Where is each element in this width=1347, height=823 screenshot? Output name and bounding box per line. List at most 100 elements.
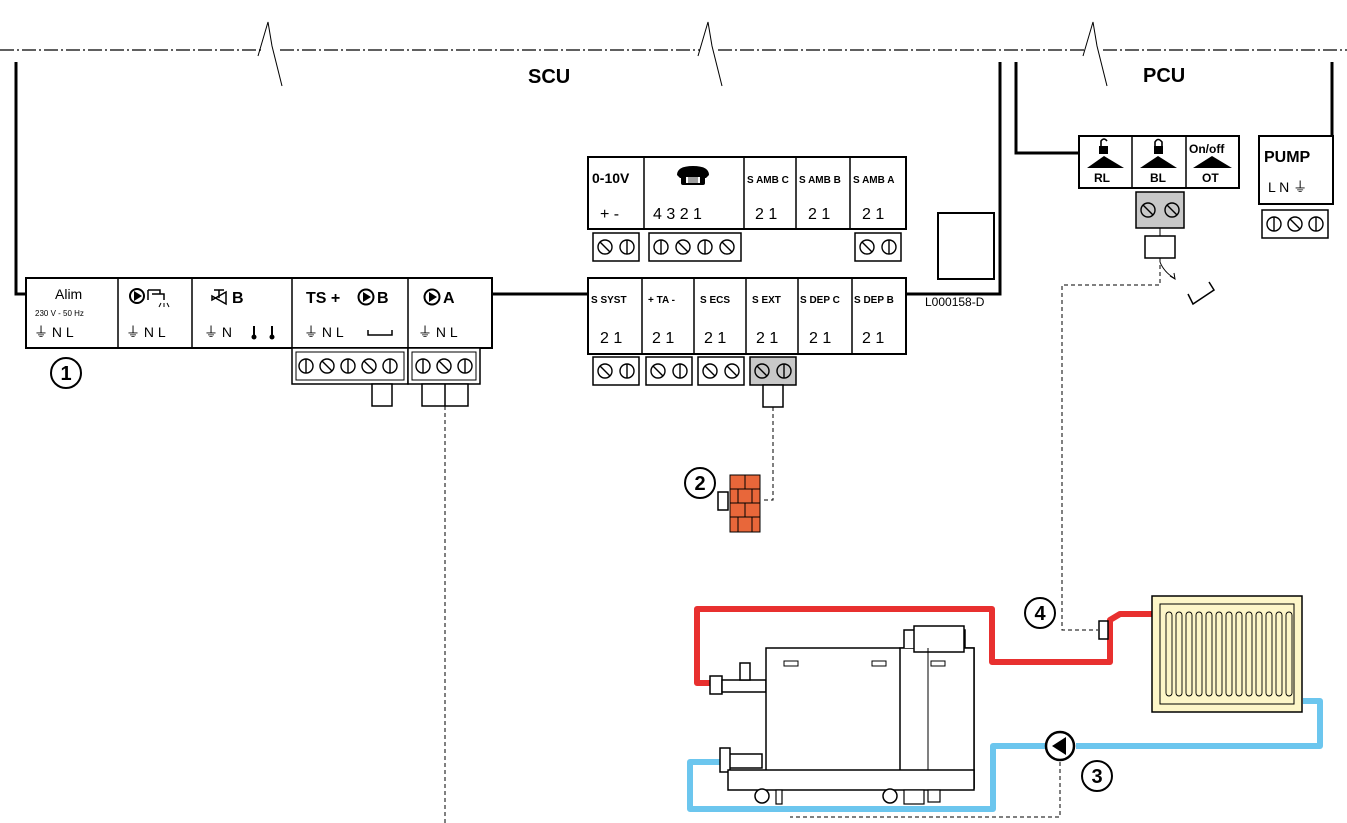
pump-label: PUMP <box>1264 149 1311 166</box>
input-010v-pins: + - <box>600 206 619 223</box>
s-amb-c-pins: 2 1 <box>755 206 777 223</box>
radiator-fin <box>1215 611 1223 697</box>
screw-slot <box>1289 218 1301 230</box>
screw-slot <box>861 241 873 253</box>
ot-label: OT <box>1202 171 1219 185</box>
callout-3: 3 <box>1081 760 1113 792</box>
sensor-terminal-bar-top: 0-10V + - 4 3 2 1 S AMB C 2 1 S AMB B 2 … <box>587 156 907 230</box>
pump-a-label: A <box>443 290 455 307</box>
valve-icon <box>211 289 227 306</box>
power-terminal-bar: Alim 230 V - 50 Hz ⏚ N L ⏚ N L B ⏚ N TS … <box>25 277 493 349</box>
screw <box>1164 202 1180 218</box>
callout-1: 1 <box>50 357 82 389</box>
screw-slot <box>1142 204 1154 216</box>
on-off-label: On/off <box>1189 142 1225 156</box>
svg-text:1: 1 <box>60 363 71 385</box>
screw-slot <box>726 365 738 377</box>
screw-slot <box>599 241 611 253</box>
s-ecs-label: S ECS <box>700 295 730 306</box>
wire-pcu-left <box>1014 62 1079 155</box>
bl-screw-block <box>1135 191 1185 259</box>
screw <box>597 363 613 379</box>
radiator-fin <box>1185 611 1193 697</box>
ts-pins: ⏚ N L <box>304 324 344 340</box>
s-dep-c-label: S DEP C <box>800 295 840 306</box>
pump-a-icon <box>423 288 441 306</box>
alim-spec: 230 V - 50 Hz <box>35 309 84 318</box>
screw-terminals <box>298 202 1324 379</box>
radiator-fin <box>1195 611 1203 697</box>
phone-icon <box>677 166 709 185</box>
circulator-icon <box>1044 730 1076 762</box>
screw <box>1287 216 1303 232</box>
wire-left <box>14 62 26 296</box>
screw-slot <box>652 365 664 377</box>
svg-text:2: 2 <box>694 473 705 495</box>
alim-pins: ⏚ N L <box>34 324 74 340</box>
screw <box>719 239 735 255</box>
ts-contact-icon <box>367 330 393 336</box>
rl-label: RL <box>1094 171 1110 185</box>
screw-slot <box>321 360 333 372</box>
pump-a-screw-block <box>407 347 481 407</box>
radiator-icon <box>1151 595 1303 713</box>
screw-slot <box>599 365 611 377</box>
valve-b-label: B <box>232 290 244 307</box>
ts-b-label: B <box>377 290 389 307</box>
housing-break-line <box>0 21 1347 87</box>
pcu-label: PCU <box>1143 65 1185 87</box>
s-amb-c-label: S AMB C <box>747 175 789 186</box>
circulator-cable <box>790 762 1061 818</box>
screw-slot <box>363 360 375 372</box>
bl-label: BL <box>1150 171 1166 185</box>
thermostat-sensor-icon <box>1098 620 1109 640</box>
sensor-terminal-bar-bottom: S SYST + TA - S ECS S EXT S DEP C S DEP … <box>587 277 907 355</box>
radiator-fin <box>1265 611 1273 697</box>
screw-slot <box>721 241 733 253</box>
screw <box>1140 202 1156 218</box>
screw <box>436 358 452 374</box>
screw-slot <box>677 241 689 253</box>
radiator-fin <box>1225 611 1233 697</box>
s-ecs-pins: 2 1 <box>704 330 726 347</box>
callout-4: 4 <box>1024 597 1056 629</box>
flow-pipe <box>694 606 1152 686</box>
screw <box>361 358 377 374</box>
screw <box>597 239 613 255</box>
alim-label: Alim <box>55 286 82 302</box>
screw <box>319 358 335 374</box>
radiator-fin <box>1205 611 1213 697</box>
s-dep-b-label: S DEP B <box>854 295 894 306</box>
s-amb-b-pins: 2 1 <box>808 206 830 223</box>
ts-screw-block <box>291 347 409 407</box>
s-syst-pins: 2 1 <box>600 330 622 347</box>
dhw-pump-icon <box>129 288 170 308</box>
radiator-fin <box>1175 611 1183 697</box>
outdoor-sensor-icon <box>717 474 761 533</box>
screw <box>724 363 740 379</box>
wire-right-scu <box>906 62 1002 296</box>
screw <box>702 363 718 379</box>
screw-slot <box>704 365 716 377</box>
screw <box>859 239 875 255</box>
scu-label: SCU <box>528 66 570 88</box>
input-010v-label: 0-10V <box>592 170 630 186</box>
svg-text:4: 4 <box>1034 603 1046 625</box>
svg-text:3: 3 <box>1091 766 1102 788</box>
ta-label: + TA - <box>648 295 675 306</box>
room-thermostat-cable <box>1061 258 1161 631</box>
valve-pins: ⏚ N <box>204 324 232 340</box>
radiator-fin <box>1275 611 1283 697</box>
s-syst-label: S SYST <box>591 295 627 306</box>
reference-code: L000158-D <box>925 295 985 309</box>
radiator-fin <box>1255 611 1263 697</box>
contact-switch-icon <box>1159 261 1216 306</box>
s-amb-a-pins: 2 1 <box>862 206 884 223</box>
phone-pins: 4 3 2 1 <box>653 206 702 223</box>
pcu-terminal-block: RL BL On/off OT <box>1078 135 1240 189</box>
screw <box>650 363 666 379</box>
ot-arrow-icon <box>1193 156 1232 168</box>
ts-pump-icon <box>357 288 375 306</box>
s-dep-b-pins: 2 1 <box>862 330 884 347</box>
